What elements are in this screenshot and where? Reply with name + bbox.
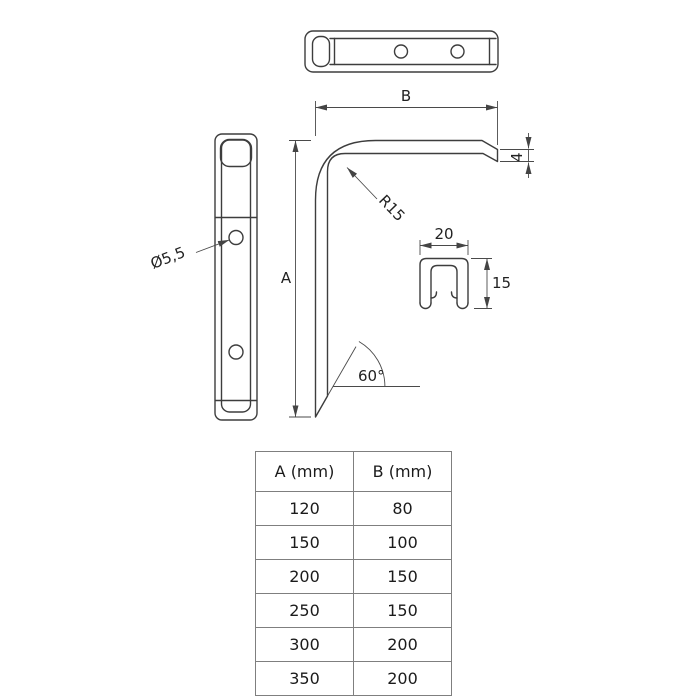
table-cell: 150 — [353, 593, 452, 628]
front-view-hole — [228, 229, 244, 246]
size-table-header-row: A (mm)B (mm) — [255, 451, 452, 492]
table-header-cell: A (mm) — [255, 451, 354, 492]
section-height-label: 15 — [492, 274, 511, 292]
table-cell: 200 — [353, 661, 452, 696]
table-cell: 250 — [255, 593, 354, 628]
table-cell: 120 — [255, 491, 354, 526]
table-cell: 350 — [255, 661, 354, 696]
radius-label: R15 — [375, 191, 408, 225]
dimension-A: A — [281, 140, 311, 418]
tip-thickness-label: 4 — [508, 152, 526, 162]
dimension-tip-thickness: 4 — [500, 133, 534, 178]
table-header-cell: B (mm) — [353, 451, 452, 492]
angle-dimension: 60° — [327, 341, 420, 397]
dimension-section-height: 15 — [471, 258, 511, 309]
hole-diameter-dimension: Ø5,5 — [148, 239, 230, 273]
table-cell: 100 — [353, 525, 452, 560]
table-cell: 200 — [353, 627, 452, 662]
angle-label: 60° — [358, 367, 385, 385]
dimension-B-label: B — [401, 87, 411, 105]
hole-diameter-label: Ø5,5 — [148, 243, 188, 273]
profile-view — [314, 139, 499, 418]
table-cell: 300 — [255, 627, 354, 662]
table-cell: 80 — [353, 491, 452, 526]
top-view — [304, 30, 499, 73]
section-width-label: 20 — [434, 225, 453, 243]
dimension-B: B — [315, 87, 498, 145]
top-view-hole — [450, 44, 465, 59]
section-view — [419, 257, 469, 310]
table-cell: 200 — [255, 559, 354, 594]
radius-dimension: R15 — [346, 167, 409, 225]
front-view — [214, 133, 258, 421]
front-view-hole — [228, 344, 244, 360]
top-view-hole — [393, 44, 409, 59]
table-cell: 150 — [353, 559, 452, 594]
table-cell: 150 — [255, 525, 354, 560]
dimension-section-width: 20 — [419, 225, 469, 255]
dimension-A-label: A — [281, 269, 292, 287]
